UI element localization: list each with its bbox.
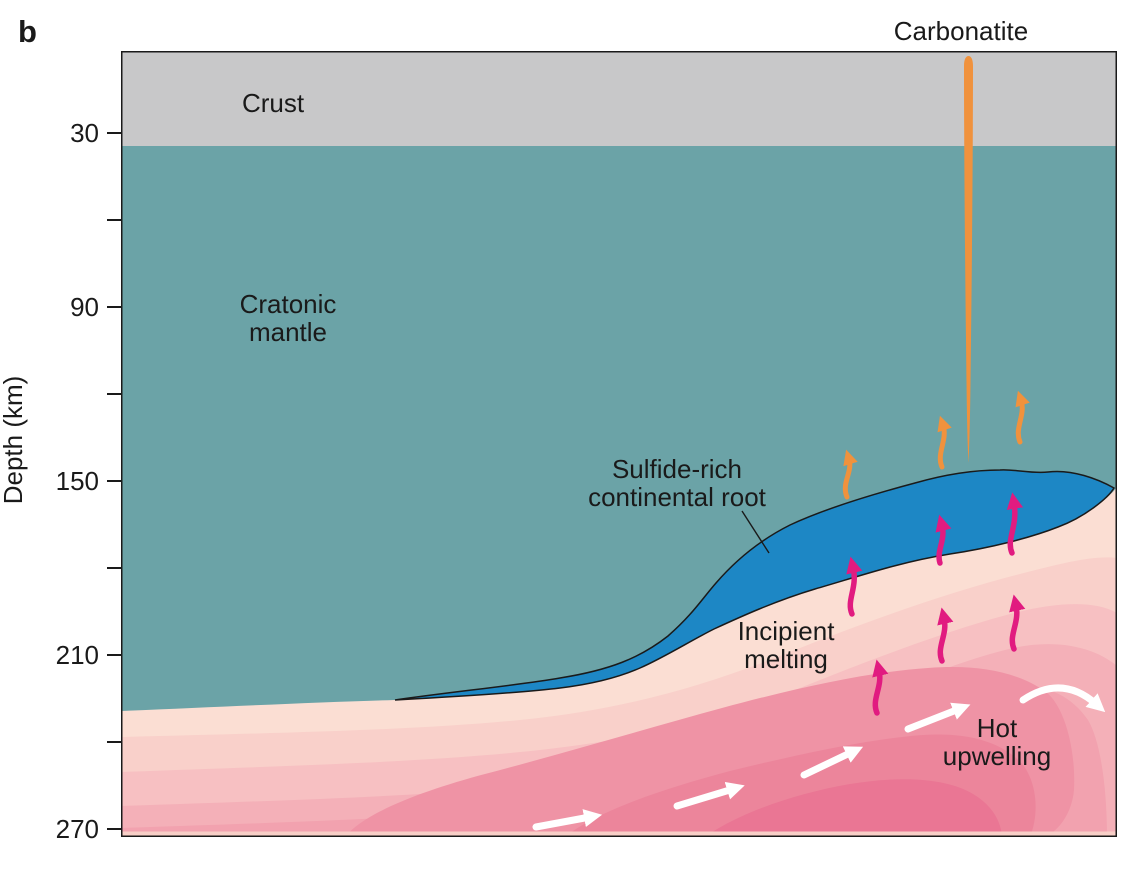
melt-arrow-icon [1009,594,1026,652]
flow-arrow-icon [904,702,971,733]
plot-area: Crust Cratonic mantle Sulfide-rich conti… [121,51,1117,837]
incipient-melting-label-line2: melting [744,644,828,674]
hot-upwelling-label-line2: upwelling [943,741,1051,771]
sulfide-root-label-line1: Sulfide-rich [612,454,742,484]
sulfide-root-pointer-line [741,510,770,554]
y-tick-label-150: 150 [56,466,99,496]
cratonic-mantle-label-line1: Cratonic [240,289,337,319]
carbonatite-dike [964,56,973,463]
melt-arrow-icon [937,607,954,664]
melt-arrow-icon [1006,492,1024,556]
y-axis-title: Depth (km) [0,376,28,505]
cratonic-mantle-label-line2: mantle [249,317,327,347]
carbonatite-label: Carbonatite [894,16,1028,46]
y-axis: Depth (km) 30 90 150 210 270 [0,118,121,844]
melt-arrow-icon [846,556,863,617]
crust-region [121,51,1117,146]
y-tick-label-90: 90 [70,292,99,322]
flow-arrow-icon [800,746,864,779]
flow-arrow-icon [673,782,745,810]
plot-border [121,51,1117,837]
carbonatite-arrow-icon [937,415,952,470]
hot-upwelling-label-line1: Hot [977,713,1018,743]
upwelling-flow-arrows [532,684,1106,831]
flow-arrow-curved-icon [1019,684,1106,713]
carbonatite-arrow-icon [842,449,858,500]
asthenosphere-band-8 [705,779,1002,837]
melt-arrows [846,492,1026,716]
sulfide-root-label-line2: continental root [588,482,767,512]
crust-label: Crust [242,88,305,118]
basal-light-band [121,831,1117,837]
incipient-melting-label-line1: Incipient [738,616,836,646]
carbonatite-arrow-icon [1015,390,1030,445]
carbonatite-arrows [842,390,1030,500]
y-tick-label-30: 30 [70,118,99,148]
y-tick-label-270: 270 [56,814,99,844]
panel-label: b [18,14,37,49]
melt-arrow-icon [935,514,952,566]
y-tick-label-210: 210 [56,640,99,670]
flow-arrow-icon [532,809,603,831]
melt-arrow-icon [872,659,889,716]
sulfide-root-region [394,469,1116,701]
